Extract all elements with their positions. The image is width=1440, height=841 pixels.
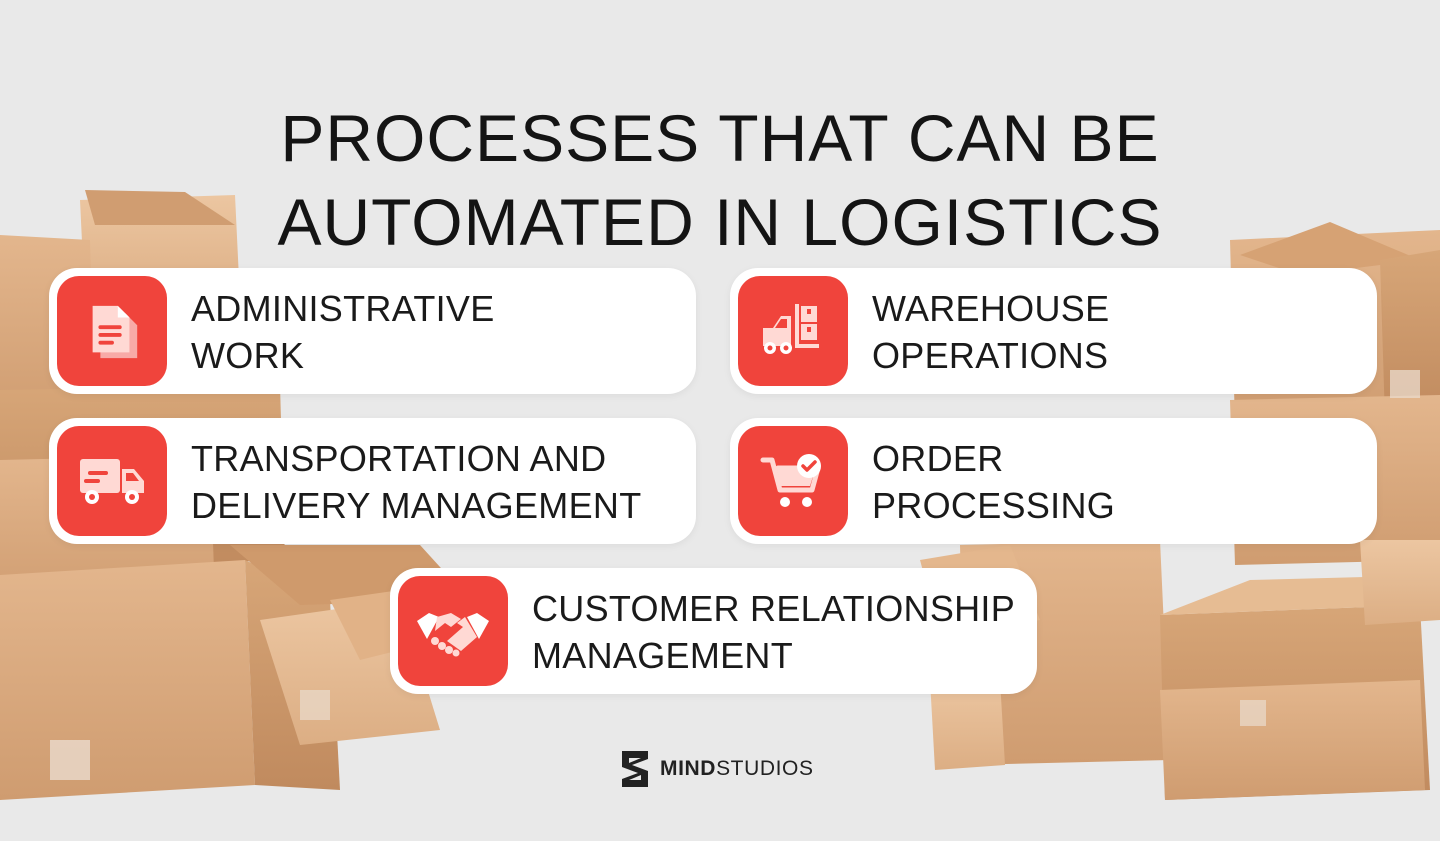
icon-tile xyxy=(738,426,848,536)
card-order-processing: ORDER PROCESSING xyxy=(730,418,1377,544)
page-title: PROCESSES THAT CAN BE AUTOMATED IN LOGIS… xyxy=(0,96,1440,264)
icon-tile xyxy=(57,426,167,536)
logo-wordmark: MINDSTUDIOS xyxy=(660,757,814,780)
card-label: CUSTOMER RELATIONSHIP MANAGEMENT xyxy=(532,588,1016,676)
card-transportation-delivery: TRANSPORTATION AND DELIVERY MANAGEMENT xyxy=(49,418,696,544)
mind-studios-logo: MINDSTUDIOS xyxy=(620,748,814,790)
card-administrative-work: ADMINISTRATIVE WORK xyxy=(49,268,696,394)
icon-tile xyxy=(57,276,167,386)
card-label: WAREHOUSE OPERATIONS xyxy=(872,288,1110,376)
mind-studios-logo-mark-icon xyxy=(622,751,648,787)
delivery-truck-icon xyxy=(80,459,144,504)
card-label: TRANSPORTATION AND DELIVERY MANAGEMENT xyxy=(191,438,642,526)
card-label: ADMINISTRATIVE WORK xyxy=(191,288,495,376)
document-icon xyxy=(92,305,138,359)
title-line-2: AUTOMATED IN LOGISTICS xyxy=(277,185,1163,260)
shopping-cart-check-icon xyxy=(760,454,821,507)
icon-tile xyxy=(738,276,848,386)
forklift-icon xyxy=(763,304,819,354)
card-label: ORDER PROCESSING xyxy=(872,438,1116,526)
title-line-1: PROCESSES THAT CAN BE xyxy=(280,101,1160,176)
card-warehouse-operations: WAREHOUSE OPERATIONS xyxy=(730,268,1377,394)
handshake-icon xyxy=(417,613,489,657)
card-customer-relationship: CUSTOMER RELATIONSHIP MANAGEMENT xyxy=(390,568,1037,694)
icon-tile xyxy=(398,576,508,686)
